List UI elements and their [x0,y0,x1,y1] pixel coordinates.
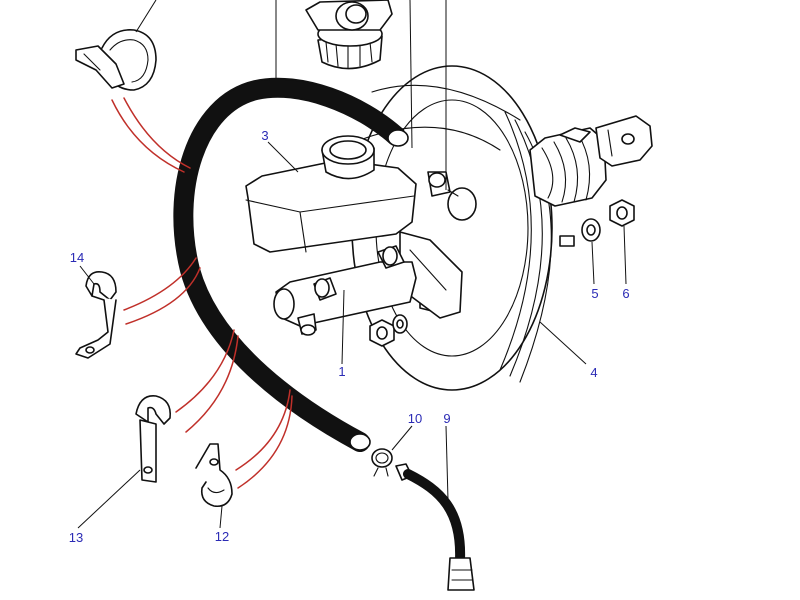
callout-14: 14 [70,250,84,265]
callout-12: 12 [215,529,229,544]
hose-clip-bracket-13 [135,395,172,483]
callout-6: 6 [622,286,629,301]
master-cylinder [273,231,463,336]
clip-indicator [123,257,197,311]
callout-1: 1 [338,364,345,379]
hex-nut [369,199,635,347]
pushrod-clevis [595,115,653,167]
fluid-reservoir [245,135,417,253]
clip-indicator [175,329,235,413]
hose-clip-bracket-12 [195,443,233,508]
callout-4: 4 [590,365,597,380]
leader-lines [77,0,627,529]
callout-5: 5 [591,286,598,301]
cable-tie [75,29,157,91]
hose-clip [371,448,393,477]
clip-position-indicators [111,97,293,489]
callout-labels: 1 3 4 5 6 9 10 12 13 14 [69,128,630,545]
washer [581,218,601,242]
clip-indicator [111,99,185,173]
clip-indicator [235,389,291,471]
vacuum-check-valve [427,171,477,221]
pushrod-boot [529,127,607,207]
clip-indicator [185,335,239,433]
callout-9: 9 [443,411,450,426]
brake-servo-booster [351,65,553,391]
callout-13: 13 [69,530,83,545]
hose-clip-bracket-14 [75,270,117,359]
callout-3: 3 [261,128,268,143]
clip-indicator [123,97,191,169]
vacuum-hose [173,77,409,452]
brake-pipe [395,463,475,591]
filler-cap [305,0,393,70]
clip-indicator [125,267,201,325]
clip-indicator [237,395,293,489]
callout-10: 10 [408,411,422,426]
